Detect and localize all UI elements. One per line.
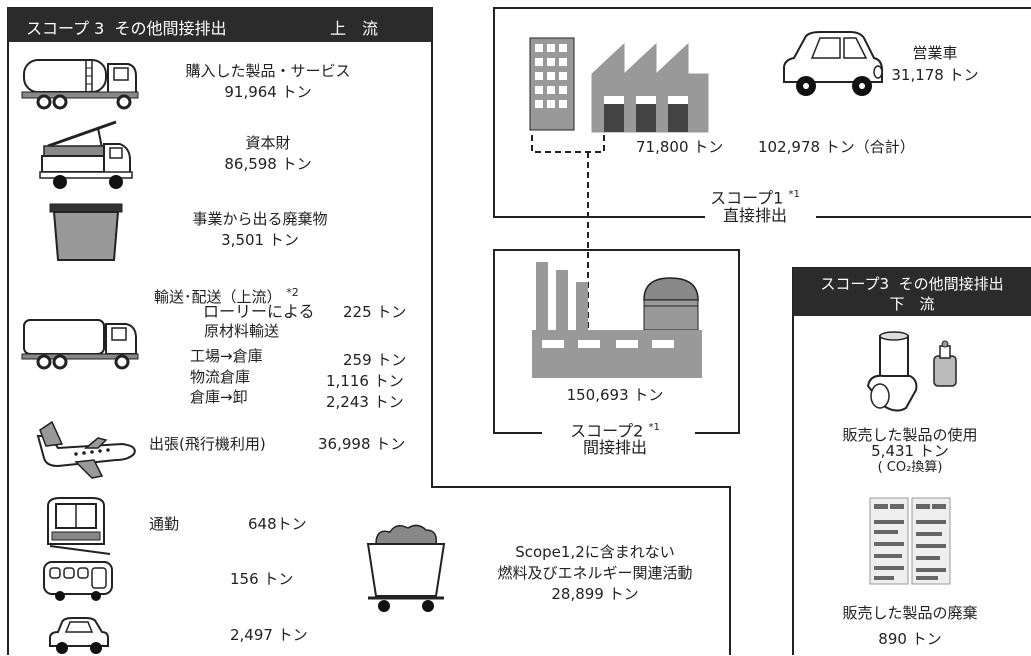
bus-icon (43, 561, 113, 601)
inhaler-icon (866, 331, 957, 412)
office-building-icon (529, 37, 575, 131)
scope1-title-note: *1 (788, 189, 800, 200)
downstream-header: スコープ3 その他間接排出 下 流 (793, 268, 1031, 316)
commute-label: 通勤 (149, 515, 180, 533)
fuel-value: 28,899 トン (551, 585, 639, 603)
transport-item-2-label: 工場→倉庫 (190, 347, 263, 365)
blister-pack-icon (869, 497, 951, 585)
business-travel-label: 出張(飛行機利用) (149, 435, 266, 453)
scope1-title-text: スコープ1 (710, 188, 784, 208)
waste-label: 事業から出る廃棄物 (192, 210, 328, 228)
factory-icon (591, 42, 709, 133)
scope2-subtitle: 間接排出 (582, 438, 647, 457)
downstream-use-unit: ( CO₂換算) (877, 460, 943, 475)
upstream-box-outline (7, 7, 731, 655)
scope1-car-label: 営業車 (912, 44, 958, 62)
coal-cart-icon (366, 524, 446, 612)
scope2-value: 150,693 トン (566, 386, 664, 404)
scope1-car-value: 31,178 トン (891, 66, 979, 84)
waste-container-icon (49, 203, 123, 261)
commute-value-train: 648トン (248, 515, 307, 533)
scope2-title-note: *1 (648, 422, 660, 433)
transport-item-1-label: 原材料輸送 (204, 322, 280, 340)
downstream-disposal-value: 890 トン (878, 630, 942, 648)
purchased-value: 91,964 トン (224, 83, 312, 101)
transport-item-4-value: 2,243 トン (326, 393, 404, 411)
downstream-use-label: 販売した製品の使用 (842, 426, 978, 444)
transport-item-2-value: 259 トン (343, 351, 407, 369)
capital-label: 資本財 (245, 134, 291, 152)
downstream-header-line2: 下 流 (889, 295, 935, 313)
transport-item-0-value: 225 トン (343, 303, 407, 321)
car-icon (49, 617, 109, 654)
scope1-title: スコープ1 *1 (680, 185, 830, 207)
factory-link-dashed (531, 135, 605, 153)
scope1-subtitle: 直接排出 (722, 206, 787, 225)
commute-value-bus: 156 トン (230, 570, 294, 588)
transport-label-text: 輸送･配送（上流） (154, 288, 282, 306)
airplane-icon (36, 420, 136, 479)
transport-item-0-label: ローリーによる (203, 302, 315, 321)
train-icon (47, 497, 111, 555)
commute-value-car: 2,497 トン (230, 626, 308, 644)
transport-note: *2 (286, 286, 299, 299)
box-truck-icon (21, 319, 139, 370)
waste-value: 3,501 トン (221, 231, 299, 249)
upstream-header-direction: 上 流 (330, 19, 379, 38)
tank-truck-icon (21, 59, 139, 110)
upstream-header: スコープ 3 その他間接排出 上 流 (8, 8, 432, 42)
transport-item-4-label: 倉庫→卸 (190, 388, 248, 406)
scope2-title-text: スコープ2 (570, 421, 644, 441)
fuel-line2: 燃料及びエネルギー関連活動 (497, 564, 693, 582)
transport-item-3-label: 物流倉庫 (190, 368, 251, 386)
transport-label: 輸送･配送（上流） *2 (154, 283, 299, 307)
purchased-label: 購入した製品・サービス (185, 62, 351, 80)
business-travel-value: 36,998 トン (318, 435, 406, 453)
upstream-header-title: スコープ 3 その他間接排出 (26, 19, 227, 38)
scope1-factory-value: 71,800 トン (636, 138, 724, 156)
scope2-box (493, 249, 740, 434)
scope2-title: スコープ2 *1 (540, 418, 690, 440)
transport-item-3-value: 1,116 トン (326, 372, 404, 390)
downstream-disposal-label: 販売した製品の廃棄 (842, 604, 978, 622)
scope1-box-left (493, 7, 1031, 218)
capital-value: 86,598 トン (224, 155, 312, 173)
power-plant-icon (532, 262, 702, 378)
downstream-header-line1: スコープ3 その他間接排出 (820, 275, 1004, 293)
scope1-total: 102,978 トン（合計） (758, 138, 915, 156)
downstream-use-value: 5,431 トン (871, 442, 949, 460)
company-car-icon (783, 31, 883, 96)
crane-truck-icon (39, 120, 133, 189)
fuel-line1: Scope1,2に含まれない (515, 543, 675, 561)
